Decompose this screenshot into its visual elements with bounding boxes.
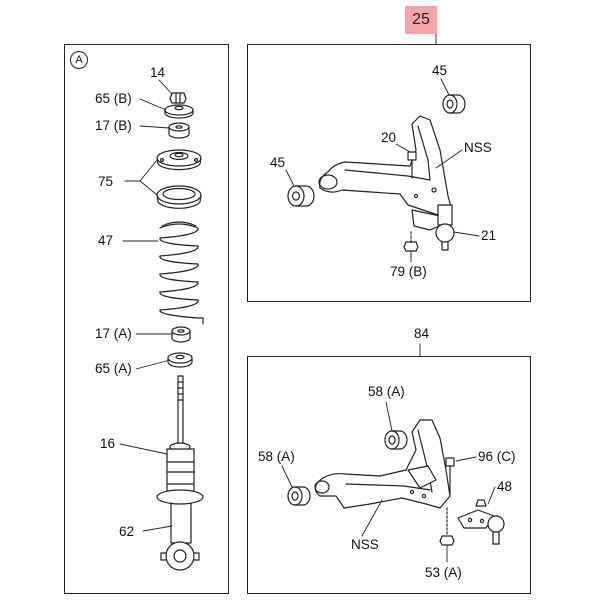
lower-bushing-rear-part (384, 430, 408, 450)
shock-absorber-part (156, 375, 204, 571)
label-nut: 14 (150, 65, 166, 80)
upper-bushing-part (168, 122, 190, 139)
label-spring: 47 (98, 233, 114, 248)
upper-bolt-part (407, 151, 417, 179)
panel-marker: A (70, 51, 88, 69)
label-upper-bushing-rear: 45 (432, 63, 448, 78)
label-lower-group-number: 84 (414, 326, 430, 341)
label-lower-arm-nss: NSS (351, 537, 379, 552)
label-lower-bushing-rear: 58 (A) (368, 384, 405, 399)
nut-part (169, 92, 187, 104)
label-upper-arm-nss: NSS (464, 140, 492, 155)
label-upper-washer: 65 (B) (95, 91, 132, 106)
spring-part (159, 221, 204, 325)
lower-ball-joint-part (457, 499, 505, 545)
lower-bushing-front-part (287, 486, 311, 506)
lower-nut-part (439, 507, 455, 546)
label-upper-ball-joint: 21 (481, 228, 497, 243)
upper-arm-part (318, 115, 453, 231)
label-shock-body: 62 (119, 524, 135, 539)
leader-lines-panel-a (119, 79, 173, 532)
lower-bushing-part (171, 326, 191, 343)
upper-nut-part (403, 231, 419, 252)
lower-bolt-part (445, 457, 455, 495)
mount-part (156, 149, 202, 209)
upper-bushing-rear-part (442, 94, 466, 114)
upper-ball-joint-part (435, 204, 455, 251)
label-shock: 16 (100, 436, 116, 451)
lower-arm-part (314, 419, 451, 509)
lower-washer-part (167, 352, 193, 368)
leader-lines-upper (285, 33, 480, 263)
label-lower-bushing: 17 (A) (95, 326, 132, 341)
label-upper-nut: 79 (B) (390, 264, 427, 279)
highlighted-group-number: 25 (405, 6, 437, 34)
label-mount: 75 (98, 174, 114, 189)
label-lower-ball-joint: 48 (497, 479, 513, 494)
label-lower-bolt: 96 (C) (478, 449, 516, 464)
panel-shock-assembly (64, 44, 229, 594)
label-upper-bushing-front: 45 (270, 155, 286, 170)
leader-lines-lower (281, 343, 496, 563)
label-lower-bushing-front: 58 (A) (258, 449, 295, 464)
upper-washer-part (164, 104, 194, 119)
label-upper-bolt: 20 (381, 130, 397, 145)
label-lower-nut: 53 (A) (425, 565, 462, 580)
upper-bushing-front-part (287, 185, 315, 207)
label-lower-washer: 65 (A) (95, 361, 132, 376)
label-upper-bushing: 17 (B) (95, 118, 132, 133)
